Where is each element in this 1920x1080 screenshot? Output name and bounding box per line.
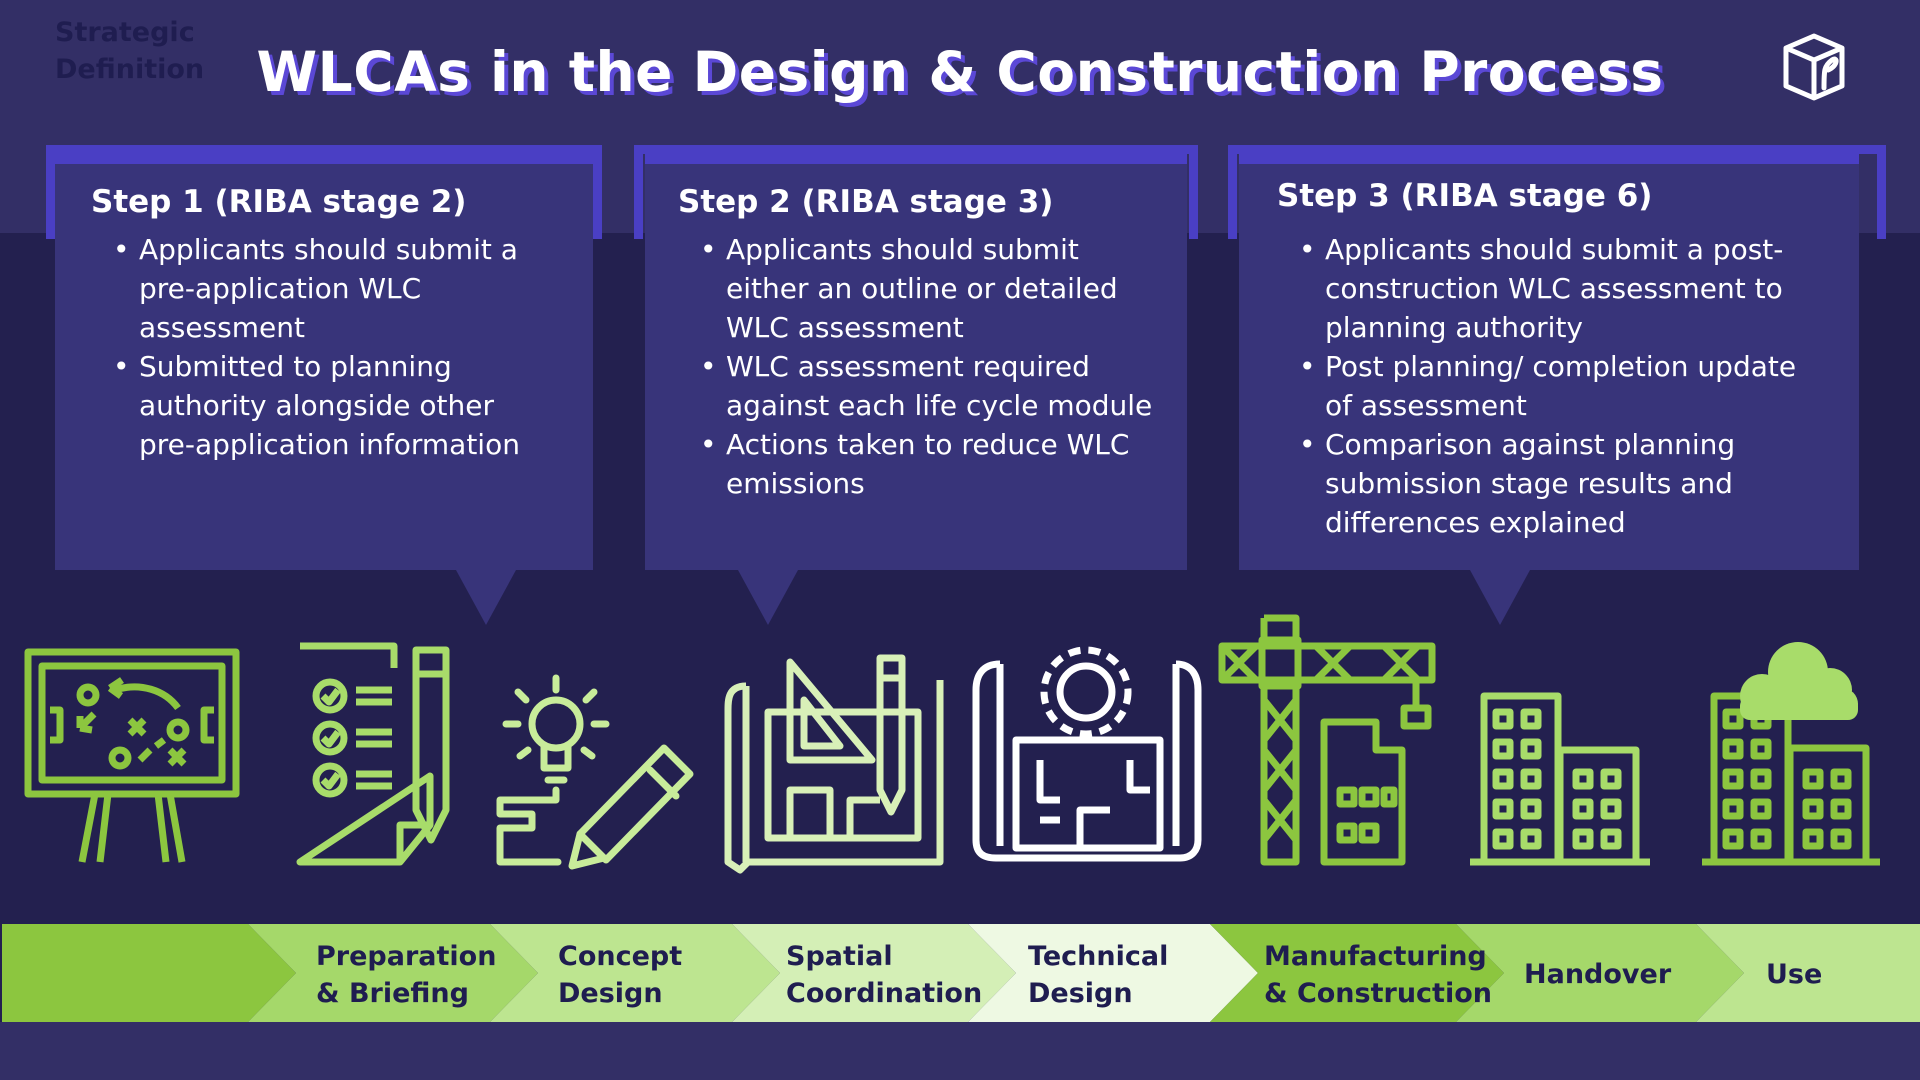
- step-2-pointer: [738, 570, 798, 625]
- stage-label-line1: Handover: [1524, 959, 1672, 990]
- stage-manufacturing-construction: Manufacturing & Construction: [1264, 938, 1492, 1012]
- page-title: WLCAs in the Design & Construction Proce…: [256, 40, 1664, 104]
- step-1-bullets: Applicants should submit a pre-applicati…: [113, 230, 553, 464]
- stage-label-line2: & Construction: [1264, 978, 1492, 1009]
- stage-label-line1: Strategic: [55, 17, 195, 48]
- stage-icons: [24, 614, 1880, 874]
- checklist-icon: [296, 642, 450, 866]
- step-1-bullet-1: Applicants should submit a pre-applicati…: [113, 230, 553, 347]
- stage-label-line1: Preparation: [316, 941, 497, 972]
- stage-label-line2: Definition: [55, 54, 205, 85]
- stage-strategic-definition: Strategic Definition: [55, 14, 204, 88]
- step-3-card-border: [1228, 145, 1886, 239]
- step-3-bullet-3: Comparison against planning submission s…: [1299, 425, 1819, 542]
- stage-chevron-bar: [2, 924, 1920, 1022]
- stage-chevron-6: [1210, 924, 1504, 1022]
- step-3-card: Step 3 (RIBA stage 6) Applicants should …: [1239, 154, 1859, 570]
- step-2-card-border: [634, 145, 1198, 239]
- buildings-cloud-icon: [1702, 642, 1880, 866]
- footer-band: [0, 1022, 1920, 1080]
- blueprint-ruler-icon: [724, 654, 944, 874]
- stage-chevron-5: [968, 924, 1258, 1022]
- stage-label-line2: Coordination: [786, 978, 983, 1009]
- buildings-icon: [1470, 692, 1650, 866]
- step-1-bullet-2: Submitted to planning authority alongsid…: [113, 347, 553, 464]
- step-1-card-border: [46, 145, 602, 239]
- step-2-card: Step 2 (RIBA stage 3) Applicants should …: [645, 154, 1187, 570]
- step-2-bullet-2: WLC assessment required against each lif…: [700, 347, 1160, 425]
- stage-chevron-4: [732, 924, 1016, 1022]
- stage-label-line2: Design: [1028, 978, 1133, 1009]
- stage-technical-design: Technical Design: [1028, 938, 1168, 1012]
- step-3-pointer: [1470, 570, 1530, 625]
- stage-chevron-2: [248, 924, 538, 1022]
- step-3-bullet-1: Applicants should submit a post-construc…: [1299, 230, 1819, 347]
- stage-label-line1: Manufacturing: [1264, 941, 1487, 972]
- stage-use: Use: [1766, 956, 1822, 993]
- step-1-card: Step 1 (RIBA stage 2) Applicants should …: [55, 154, 593, 570]
- stage-label-line1: Spatial: [786, 941, 893, 972]
- blueprint-gear-icon: [972, 646, 1202, 862]
- stage-concept-design: Concept Design: [558, 938, 682, 1012]
- stage-handover: Handover: [1524, 956, 1671, 993]
- step-2-heading: Step 2 (RIBA stage 3): [678, 184, 1054, 220]
- brand-logo-icon: [1783, 33, 1845, 101]
- strategy-board-icon: [24, 648, 240, 863]
- crane-building-icon: [1218, 614, 1436, 866]
- step-1-pointer: [456, 570, 516, 625]
- stage-chevron-7: [1456, 924, 1744, 1022]
- stage-preparation-briefing: Preparation & Briefing: [316, 938, 496, 1012]
- stage-label-line1: Technical: [1028, 941, 1169, 972]
- step-2-bullets: Applicants should submit either an outli…: [700, 230, 1160, 503]
- lightbulb-pencil-icon: [496, 674, 694, 870]
- stage-chevron-1: [2, 924, 296, 1022]
- stage-spatial-coordination: Spatial Coordination: [786, 938, 982, 1012]
- step-3-bullets: Applicants should submit a post-construc…: [1299, 230, 1819, 542]
- step-2-bullet-1: Applicants should submit either an outli…: [700, 230, 1160, 347]
- step-3-bullet-2: Post planning/ completion update of asse…: [1299, 347, 1819, 425]
- stage-label-line2: Design: [558, 978, 663, 1009]
- step-1-heading: Step 1 (RIBA stage 2): [91, 184, 467, 220]
- step-3-heading: Step 3 (RIBA stage 6): [1277, 178, 1653, 214]
- stage-chevron-8: [1696, 924, 1920, 1022]
- stage-label-line2: & Briefing: [316, 978, 469, 1009]
- stage-label-line1: Use: [1766, 959, 1823, 990]
- step-2-bullet-3: Actions taken to reduce WLC emissions: [700, 425, 1160, 503]
- stage-label-line1: Concept: [558, 941, 683, 972]
- stage-chevron-3: [490, 924, 780, 1022]
